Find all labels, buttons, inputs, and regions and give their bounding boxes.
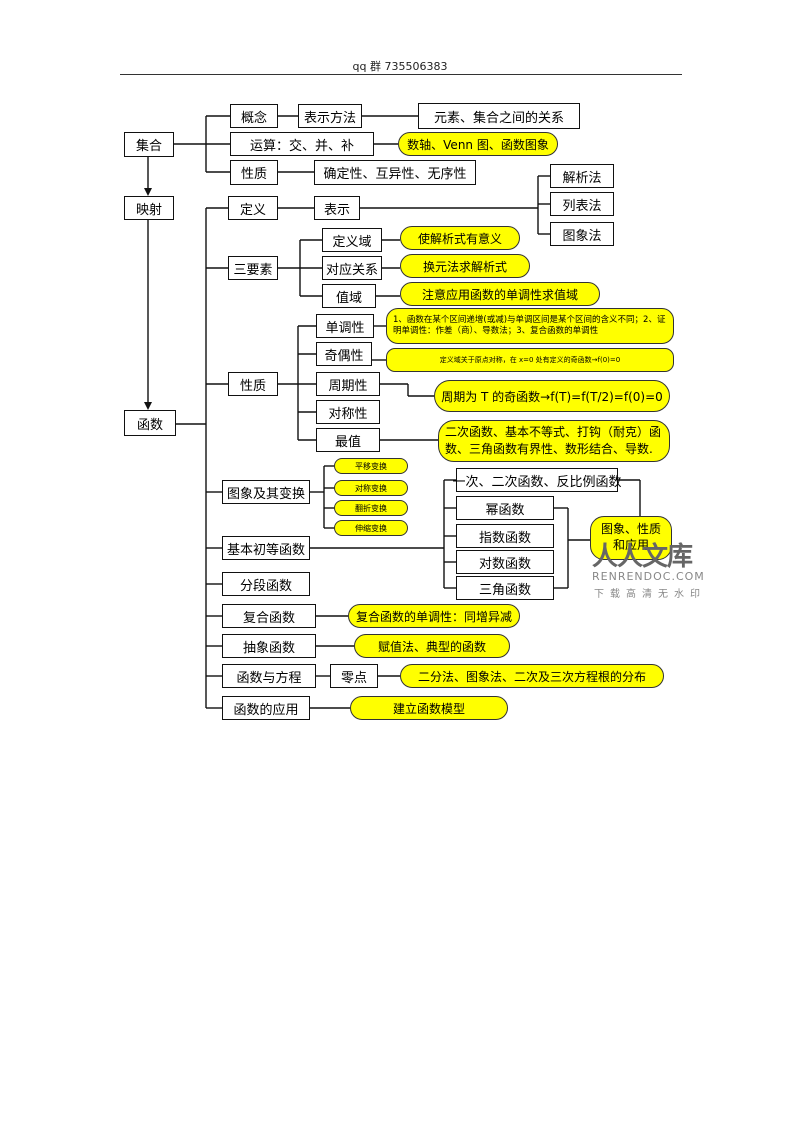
note-erfen: 二分法、图象法、二次及三次方程根的分布	[400, 664, 664, 688]
node-duishu: 对数函数	[456, 550, 554, 574]
node-tuxiangbianhuan: 图象及其变换	[222, 480, 310, 504]
node-yunsuan: 运算：交、并、补	[230, 132, 374, 156]
node-yingyong: 函数的应用	[222, 696, 310, 720]
note-pingyi: 平移变换	[334, 458, 408, 474]
watermark: 人人文库 RENRENDOC.COM 下载高清无水印	[592, 536, 712, 600]
note-zuizhi: 二次函数、基本不等式、打钩（耐克）函数、三角函数有界性、数形结合、导数.	[438, 420, 670, 462]
node-zuizhi: 最值	[316, 428, 380, 452]
watermark-slogan: 下载高清无水印	[594, 589, 706, 600]
page-header: qq 群 735506383	[352, 60, 448, 73]
node-yuansu: 元素、集合之间的关系	[418, 103, 580, 129]
node-sanjiao: 三角函数	[456, 576, 554, 600]
node-duichen: 对称性	[316, 400, 380, 424]
node-queding: 确定性、互异性、无序性	[314, 160, 476, 185]
note-zhuyi: 注意应用函数的单调性求值域	[400, 282, 600, 306]
note-shuzhou: 数轴、Venn 图、函数图象	[398, 132, 558, 156]
node-biaoshifangfa: 表示方法	[298, 104, 362, 128]
node-gainian: 概念	[230, 104, 278, 128]
note-fuhe: 复合函数的单调性：同增异减	[348, 604, 520, 628]
node-hanshu: 函数	[124, 410, 176, 436]
watermark-domain: RENRENDOC.COM	[592, 570, 705, 583]
node-biaoshi: 表示	[314, 196, 360, 220]
note-fuzhi: 赋值法、典型的函数	[354, 634, 510, 658]
node-sanyaosu: 三要素	[228, 256, 278, 280]
function-concept-map: 集合 映射 函数 概念 表示方法 元素、集合之间的关系 运算：交、并、补 数轴、…	[118, 96, 678, 724]
node-chouxiang: 抽象函数	[222, 634, 316, 658]
node-xingzhi1: 性质	[230, 160, 278, 185]
node-jibenchudeng: 基本初等函数	[222, 536, 310, 560]
note-duichenbh: 对称变换	[334, 480, 408, 496]
node-fangcheng: 函数与方程	[222, 664, 316, 688]
node-tuxiangfa: 图象法	[550, 222, 614, 246]
node-duiying: 对应关系	[322, 256, 382, 280]
note-dantiao: 1、函数在某个区间递增(或减)与单调区间是某个区间的含义不同；2、证明单调性：作…	[386, 308, 674, 344]
node-jiou: 奇偶性	[316, 342, 372, 366]
note-tuxiang-xingzhi: 图象、性质和应用	[590, 516, 672, 560]
note-zhouqi: 周期为 T 的奇函数→f(T)=f(T/2)=f(0)=0	[434, 380, 670, 412]
node-zhiyu: 值域	[322, 284, 376, 308]
note-fanzhe: 翻折变换	[334, 500, 408, 516]
node-yingshe: 映射	[124, 196, 174, 220]
node-dingyi: 定义	[228, 196, 278, 220]
node-lingdian: 零点	[330, 664, 378, 688]
node-dingyiyu: 定义域	[322, 228, 382, 252]
node-fenduan: 分段函数	[222, 572, 310, 596]
node-jiexifa: 解析法	[550, 164, 614, 188]
node-liebiaofa: 列表法	[550, 192, 614, 216]
note-youyiyi: 使解析式有意义	[400, 226, 520, 250]
node-fuhe: 复合函数	[222, 604, 316, 628]
note-jiou: 定义域关于原点对称，在 x=0 处有定义的奇函数→f(0)=0	[386, 348, 674, 372]
header-rule	[120, 74, 682, 75]
node-zhishu: 指数函数	[456, 524, 554, 548]
node-dantiao: 单调性	[316, 314, 374, 338]
watermark-name: 人人文库	[592, 542, 693, 572]
node-yici: 一次、二次函数、反比例函数	[453, 468, 622, 492]
note-shensuo: 伸缩变换	[334, 520, 408, 536]
connector-lines	[144, 115, 641, 709]
note-huanyuan: 换元法求解析式	[400, 254, 530, 278]
node-jihe: 集合	[124, 132, 174, 157]
node-xingzhi2: 性质	[228, 372, 278, 396]
node-zhouqi: 周期性	[316, 372, 380, 396]
note-jianli: 建立函数模型	[350, 696, 508, 720]
node-mi: 幂函数	[456, 496, 554, 520]
